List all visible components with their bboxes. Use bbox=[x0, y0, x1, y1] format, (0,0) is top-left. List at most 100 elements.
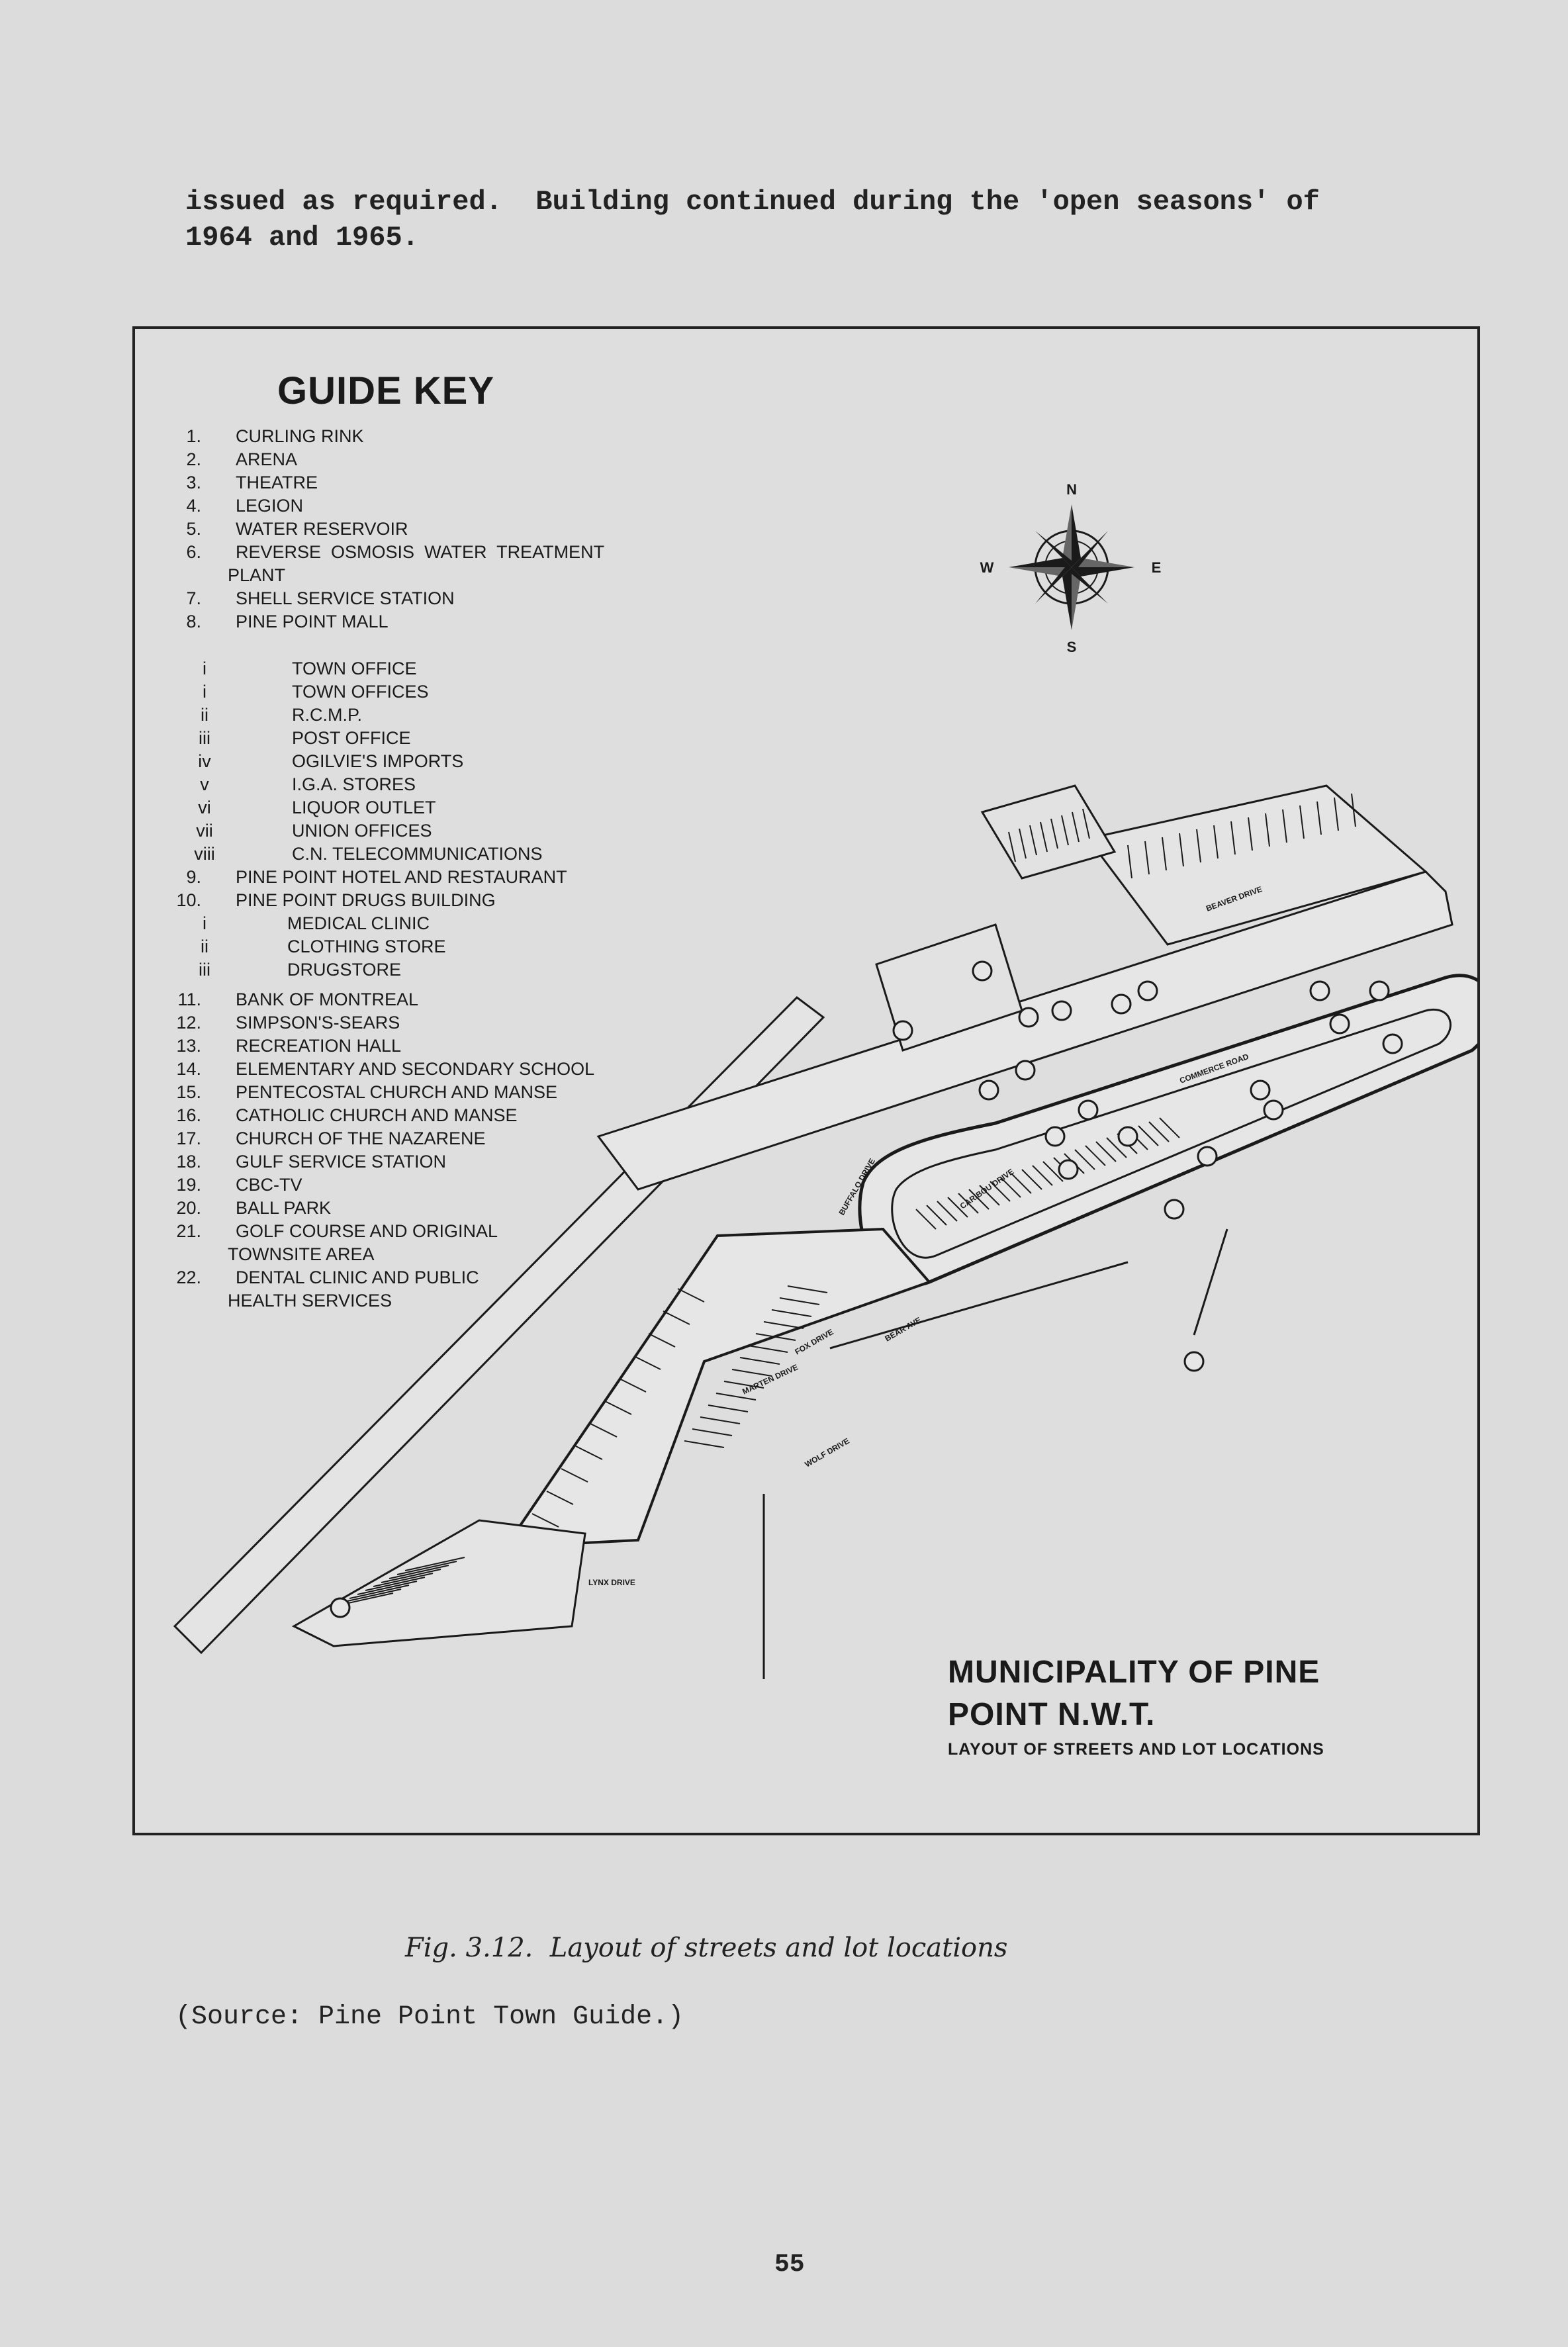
guide-key-label: MEDICAL CLINIC bbox=[287, 913, 430, 933]
commercial-corridor bbox=[596, 870, 1453, 1191]
lot-line bbox=[990, 1181, 1011, 1202]
wolf-drive-label: WOLF DRIVE bbox=[804, 1436, 851, 1469]
lot-line bbox=[926, 1205, 947, 1226]
intro-paragraph: issued as required. Building continued d… bbox=[185, 184, 1377, 255]
guide-key-number: viii bbox=[194, 844, 215, 864]
guide-key-number: i bbox=[203, 659, 207, 678]
guide-key-label: HEALTH SERVICES bbox=[228, 1291, 392, 1311]
lynx-drive-label: LYNX DRIVE bbox=[588, 1578, 635, 1587]
lot-line bbox=[1021, 1169, 1042, 1190]
guide-key-item: 14. ELEMENTARY AND SECONDARY SCHOOL bbox=[135, 1058, 731, 1081]
map-marker bbox=[330, 1597, 351, 1618]
guide-key-number: 17. bbox=[176, 1128, 201, 1148]
map-marker bbox=[972, 960, 993, 982]
guide-key-label: SHELL SERVICE STATION bbox=[236, 588, 455, 608]
guide-key-number: 14. bbox=[176, 1059, 201, 1079]
lot-line bbox=[389, 1565, 449, 1579]
lot-line bbox=[1050, 818, 1058, 849]
guide-key-label: PENTECOSTAL CHURCH AND MANSE bbox=[236, 1082, 558, 1102]
map-marker bbox=[1329, 1013, 1350, 1035]
guide-key-item: 21.GOLF COURSE AND ORIGINAL bbox=[135, 1220, 731, 1243]
guide-key-label: TOWN OFFICE bbox=[292, 659, 417, 678]
guide-key-label: ELEMENTARY AND SECONDARY SCHOOL bbox=[236, 1059, 595, 1079]
lot-line bbox=[1029, 825, 1037, 856]
lot-line bbox=[1213, 825, 1219, 859]
guide-key-item: viii C.N. TELECOMMUNICATIONS bbox=[135, 843, 731, 866]
guide-key-item: i TOWN OFFICE bbox=[135, 657, 731, 680]
lot-line bbox=[604, 1401, 632, 1415]
lot-line bbox=[404, 1557, 465, 1571]
map-marker bbox=[1164, 1199, 1185, 1220]
lot-line bbox=[1299, 805, 1305, 839]
guide-key-number: 6. bbox=[186, 542, 201, 562]
guide-key-number: 15. bbox=[176, 1082, 201, 1102]
map-marker bbox=[1058, 1159, 1079, 1180]
lower-residential-block bbox=[503, 1227, 932, 1549]
town-map: BUFFALO DRIVE CARIBOU DRIVE FOX DRIVE WO… bbox=[173, 481, 1477, 1679]
upper-residential-block bbox=[1086, 784, 1428, 946]
guide-key-label: TOWNSITE AREA bbox=[228, 1244, 375, 1264]
lot-line bbox=[341, 1588, 402, 1603]
guide-key-number: i bbox=[203, 682, 207, 702]
bear-ave-label: BEAR AVE bbox=[884, 1315, 923, 1343]
map-marker bbox=[978, 1080, 999, 1101]
guide-key-item: 18. GULF SERVICE STATION bbox=[135, 1150, 731, 1174]
guide-key-label: CLOTHING STORE bbox=[287, 937, 446, 956]
lot-line bbox=[381, 1569, 441, 1583]
guide-key-number: 8. bbox=[186, 612, 201, 631]
lot-line bbox=[787, 1285, 828, 1293]
lot-line bbox=[1000, 1177, 1021, 1198]
lot-line bbox=[546, 1491, 574, 1505]
guide-key-number: 12. bbox=[176, 1013, 201, 1033]
guide-key-label: GULF SERVICE STATION bbox=[236, 1152, 447, 1172]
guide-key-label: R.C.M.P. bbox=[292, 705, 363, 725]
lot-line bbox=[723, 1381, 764, 1389]
guide-key-item: 22.DENTAL CLINIC AND PUBLIC bbox=[135, 1266, 731, 1289]
guide-key-item: HEALTH SERVICES bbox=[135, 1289, 731, 1312]
guide-key-label: PINE POINT DRUGS BUILDING bbox=[236, 890, 496, 910]
lot-line bbox=[619, 1378, 647, 1393]
map-marker bbox=[1015, 1060, 1036, 1081]
guide-key-number: iii bbox=[199, 728, 210, 748]
guide-key-number: 18. bbox=[176, 1152, 201, 1172]
guide-key-number: 2. bbox=[186, 449, 201, 469]
lot-line bbox=[1095, 1141, 1117, 1162]
lot-line bbox=[739, 1357, 780, 1365]
guide-key-item: 19.CBC-TV bbox=[135, 1174, 731, 1197]
lot-line bbox=[700, 1416, 741, 1424]
lot-line bbox=[1196, 829, 1201, 863]
guide-key-title: GUIDE KEY bbox=[277, 369, 495, 412]
fox-drive-label: FOX DRIVE bbox=[794, 1327, 835, 1356]
road-to-18 bbox=[1193, 1228, 1228, 1336]
lot-line bbox=[968, 1189, 990, 1210]
lot-line bbox=[365, 1577, 426, 1591]
lot-line bbox=[1008, 831, 1016, 862]
guide-key-label: GOLF COURSE AND ORIGINAL bbox=[236, 1221, 498, 1241]
guide-key-item: 2.ARENA bbox=[135, 448, 731, 471]
guide-key-label: PINE POINT HOTEL AND RESTAURANT bbox=[236, 867, 567, 887]
guide-key-label: C.N. TELECOMMUNICATIONS bbox=[292, 844, 543, 864]
guide-key-number: 5. bbox=[186, 519, 201, 539]
compass-rose: N S E W bbox=[980, 481, 1162, 655]
lot-line bbox=[779, 1297, 820, 1305]
guide-key-item: 6.REVERSE OSMOSIS WATER TREATMENT bbox=[135, 541, 731, 564]
intro-line-1: issued as required. Building continued d… bbox=[185, 186, 1320, 218]
lot-line bbox=[747, 1345, 788, 1353]
lot-line bbox=[1127, 845, 1132, 879]
lot-line bbox=[1106, 1137, 1127, 1158]
guide-key-label: CHURCH OF THE NAZARENE bbox=[236, 1128, 486, 1148]
lot-line bbox=[349, 1585, 410, 1599]
lot-line bbox=[1179, 833, 1184, 867]
compass-south-label: S bbox=[1067, 639, 1077, 655]
lot-line bbox=[663, 1311, 690, 1325]
guide-key-number: ii bbox=[201, 705, 208, 725]
map-marker bbox=[1044, 1126, 1066, 1147]
lot-line bbox=[1282, 809, 1287, 843]
lot-line bbox=[731, 1369, 772, 1377]
